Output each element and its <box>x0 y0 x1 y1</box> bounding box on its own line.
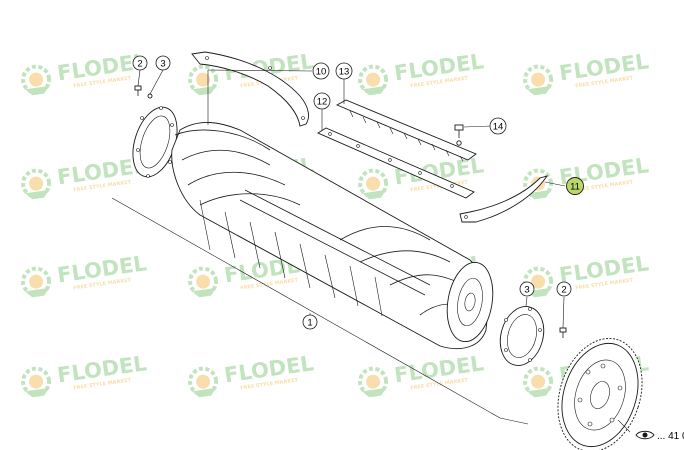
callout-1[interactable]: 1 <box>302 314 318 330</box>
callout-3-left-label: 3 <box>160 59 165 70</box>
drawing <box>111 51 643 450</box>
callout-11[interactable]: 11 <box>566 177 584 195</box>
callout-14-label: 14 <box>493 122 504 133</box>
callout-10-label: 10 <box>316 67 327 78</box>
flat-bar-12 <box>317 127 475 199</box>
callout-2-left-label: 2 <box>137 59 142 70</box>
callout-14[interactable]: 14 <box>489 117 507 135</box>
callout-10[interactable]: 10 <box>312 62 330 80</box>
sprocket-gear <box>557 338 643 450</box>
callout-2-right[interactable]: 2 <box>556 281 572 297</box>
rotor-assembly <box>171 121 494 350</box>
bolt-14 <box>454 124 464 146</box>
callout-3-right[interactable]: 3 <box>519 281 535 297</box>
see-reference[interactable]: ... 41 0 <box>635 430 684 442</box>
callout-2-left[interactable]: 2 <box>132 55 148 71</box>
callout-3-right-label: 3 <box>524 285 529 296</box>
assembly-line <box>111 197 529 425</box>
callout-13-label: 13 <box>339 67 350 78</box>
bolt-left <box>134 85 153 99</box>
callout-12[interactable]: 12 <box>313 92 331 110</box>
callout-11-label: 11 <box>570 182 580 193</box>
leader-lines <box>137 69 631 433</box>
callout-3-left[interactable]: 3 <box>155 55 171 71</box>
curved-strip-11 <box>459 175 549 223</box>
callout-layer: 1 2 3 10 13 12 14 11 <box>132 55 584 330</box>
callout-1-label: 1 <box>307 318 312 329</box>
callout-12-label: 12 <box>317 97 328 108</box>
curved-blade-10 <box>191 51 309 127</box>
see-reference-text: ... 41 0 <box>657 431 684 442</box>
callout-13[interactable]: 13 <box>335 62 353 80</box>
callout-2-right-label: 2 <box>561 285 566 296</box>
eye-icon <box>635 430 655 440</box>
toothed-strip-13 <box>335 99 477 162</box>
bolt-right <box>559 327 567 338</box>
flange-ring-right <box>499 306 545 366</box>
